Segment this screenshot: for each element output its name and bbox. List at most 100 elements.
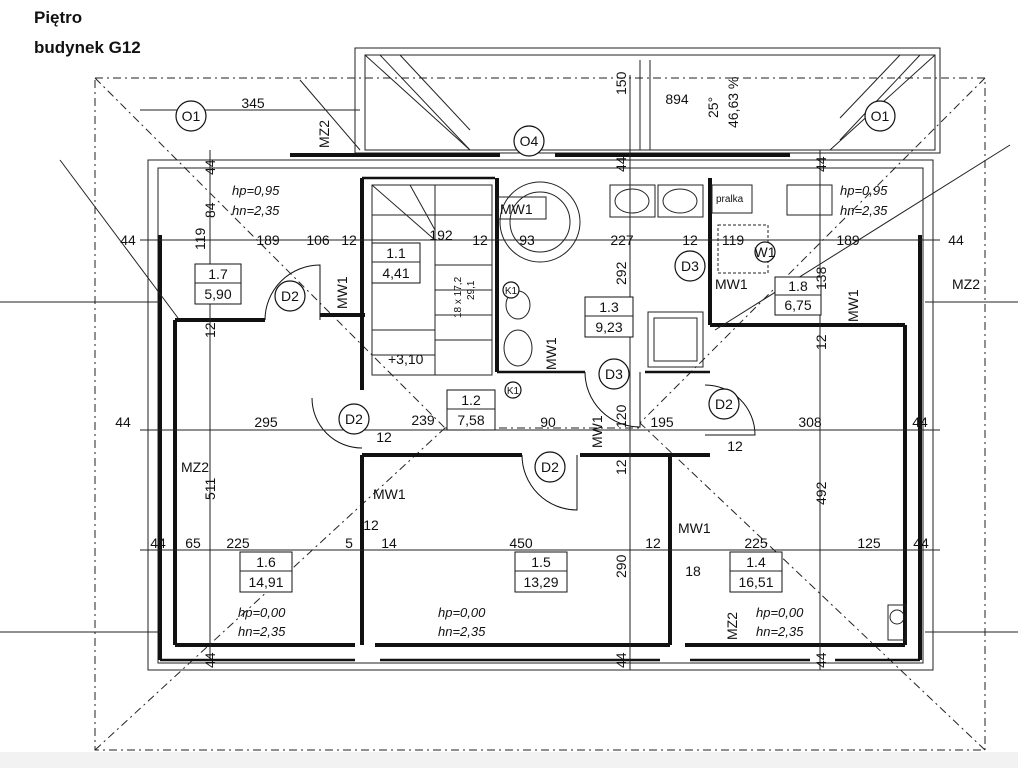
svg-text:MW1: MW1 (715, 276, 748, 292)
svg-text:44: 44 (813, 652, 829, 668)
svg-text:D2: D2 (345, 411, 363, 427)
door-tags: D2 D2 D2 D2 D3 D3 K1 K1 W1 (274, 241, 776, 483)
svg-text:12: 12 (682, 232, 698, 248)
svg-text:44: 44 (202, 652, 218, 668)
svg-text:18: 18 (685, 563, 701, 579)
svg-text:150: 150 (613, 71, 629, 95)
svg-text:44: 44 (913, 535, 929, 551)
misc-labels: pralka +3,10 18 x 17,2 29,1 25° 46,63 % (388, 77, 744, 367)
svg-text:13,29: 13,29 (523, 574, 558, 590)
svg-text:+3,10: +3,10 (388, 351, 424, 367)
svg-text:MZ2: MZ2 (316, 120, 332, 148)
svg-text:O4: O4 (520, 133, 539, 149)
svg-text:MZ2: MZ2 (952, 276, 980, 292)
svg-text:44: 44 (150, 535, 166, 551)
svg-text:O1: O1 (871, 108, 890, 124)
svg-text:hp=0,95: hp=0,95 (232, 183, 280, 198)
svg-text:125: 125 (857, 535, 881, 551)
room-label-1-6: 1.6 14,91 (239, 551, 293, 593)
height-notes: hp=0,95 hn=2,35 hp=0,95 hn=2,35 hp=0,00 … (232, 183, 888, 639)
svg-text:5: 5 (345, 535, 353, 551)
svg-text:1.4: 1.4 (746, 554, 766, 570)
svg-text:44: 44 (120, 232, 136, 248)
window-tags: O1 O1 O4 (175, 100, 896, 157)
dimension-values: 345 894 150 44 44 44 84 119 44 189 106 1… (115, 71, 964, 668)
svg-text:1.3: 1.3 (599, 299, 619, 315)
svg-text:W1: W1 (755, 244, 776, 260)
svg-text:6,75: 6,75 (784, 297, 811, 313)
svg-text:12: 12 (202, 322, 218, 338)
svg-text:44: 44 (948, 232, 964, 248)
svg-text:16,51: 16,51 (738, 574, 773, 590)
svg-text:192: 192 (429, 227, 453, 243)
svg-text:46,63 %: 46,63 % (725, 77, 741, 128)
svg-text:12: 12 (376, 429, 392, 445)
room-label-1-4: 1.4 16,51 (729, 551, 783, 593)
svg-text:MZ2: MZ2 (724, 612, 740, 640)
svg-text:7,58: 7,58 (457, 412, 484, 428)
svg-text:hp=0,95: hp=0,95 (840, 183, 888, 198)
svg-text:189: 189 (256, 232, 280, 248)
room-label-1-3: 1.3 9,23 (584, 296, 634, 338)
svg-text:29,1: 29,1 (466, 280, 477, 300)
svg-text:12: 12 (645, 535, 661, 551)
svg-text:MW1: MW1 (589, 415, 605, 448)
svg-text:93: 93 (519, 232, 535, 248)
svg-text:D2: D2 (715, 396, 733, 412)
svg-text:12: 12 (472, 232, 488, 248)
svg-text:D2: D2 (281, 288, 299, 304)
svg-text:511: 511 (202, 477, 218, 500)
svg-text:894: 894 (665, 91, 689, 107)
svg-text:84: 84 (202, 202, 218, 218)
svg-text:138: 138 (813, 266, 829, 290)
room-label-1-1: 1.1 4,41 (371, 242, 421, 284)
svg-text:25°: 25° (705, 97, 721, 118)
svg-text:227: 227 (610, 232, 634, 248)
svg-text:44: 44 (613, 156, 629, 172)
svg-text:225: 225 (226, 535, 250, 551)
svg-text:9,23: 9,23 (595, 319, 622, 335)
svg-text:295: 295 (254, 414, 278, 430)
svg-text:hn=2,35: hn=2,35 (840, 203, 888, 218)
svg-text:1.1: 1.1 (386, 245, 406, 261)
room-label-1-2: 1.2 7,58 (446, 389, 496, 431)
svg-text:O1: O1 (182, 108, 201, 124)
svg-text:5,90: 5,90 (204, 286, 231, 302)
svg-text:290: 290 (613, 554, 629, 578)
bottom-strip (0, 752, 1018, 768)
svg-text:hn=2,35: hn=2,35 (238, 624, 286, 639)
svg-text:14: 14 (381, 535, 397, 551)
svg-text:MZ2: MZ2 (181, 459, 209, 475)
svg-text:106: 106 (306, 232, 330, 248)
svg-text:MW1: MW1 (845, 289, 861, 322)
room-label-1-7: 1.7 5,90 (194, 263, 242, 305)
svg-text:14,91: 14,91 (248, 574, 283, 590)
svg-text:MW1: MW1 (543, 337, 559, 370)
svg-text:hn=2,35: hn=2,35 (232, 203, 280, 218)
svg-text:4,41: 4,41 (382, 265, 409, 281)
plan-title-floor: Piętro (34, 8, 83, 27)
svg-text:1.2: 1.2 (461, 392, 481, 408)
svg-text:90: 90 (540, 414, 556, 430)
svg-text:120: 120 (613, 404, 629, 428)
svg-text:MW1: MW1 (500, 201, 533, 217)
svg-text:44: 44 (912, 414, 928, 430)
svg-text:65: 65 (185, 535, 201, 551)
dimension-lines (0, 75, 1018, 670)
svg-text:hp=0,00: hp=0,00 (438, 605, 486, 620)
svg-text:hp=0,00: hp=0,00 (238, 605, 286, 620)
svg-text:195: 195 (650, 414, 674, 430)
dormer (354, 47, 941, 154)
outer-walls (147, 153, 934, 671)
room-label-1-8: 1.8 6,75 (774, 276, 822, 316)
svg-text:MW1: MW1 (678, 520, 711, 536)
svg-text:44: 44 (613, 652, 629, 668)
svg-text:44: 44 (813, 156, 829, 172)
svg-text:12: 12 (813, 334, 829, 350)
svg-text:K1: K1 (505, 286, 518, 297)
svg-text:345: 345 (241, 95, 265, 111)
svg-text:D2: D2 (541, 459, 559, 475)
svg-text:K1: K1 (507, 386, 520, 397)
svg-text:1.6: 1.6 (256, 554, 276, 570)
